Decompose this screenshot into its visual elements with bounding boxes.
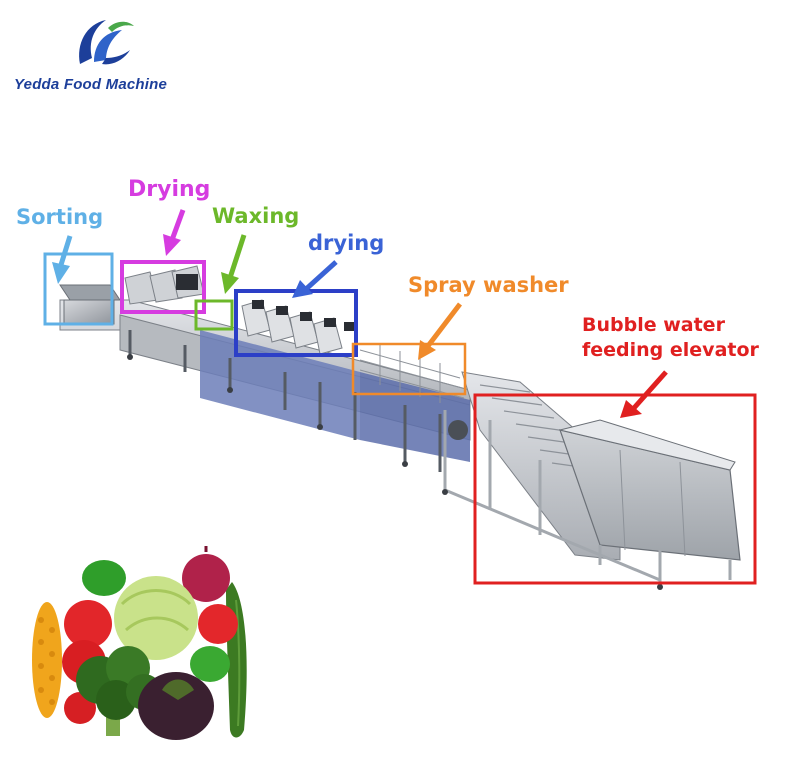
sorting-box — [43, 252, 114, 326]
bubble-elevator-box — [473, 393, 757, 585]
drying-box — [120, 260, 206, 314]
brand-name: Yedda Food Machine — [14, 76, 168, 93]
spray-washer-arrow-icon — [418, 302, 462, 360]
bubble-elevator-label: Bubble water feeding elevator — [582, 313, 759, 364]
drying-arrow-icon — [163, 209, 186, 256]
sorting-arrow-icon — [52, 235, 73, 284]
waxing-arrow-icon — [221, 234, 247, 294]
sorting-label: Sorting — [16, 205, 104, 229]
drying-second-arrow-icon — [292, 260, 338, 298]
bubble-elevator-arrow-icon — [620, 370, 668, 418]
spray-washer-label: Spray washer — [408, 273, 569, 297]
yedda-logo-icon — [79, 20, 134, 65]
bubble-elevator-label-line-2: feeding elevator — [582, 339, 759, 362]
bubble-elevator-label-line-1: Bubble water — [582, 314, 725, 336]
vegetable-pile-illustration — [32, 546, 247, 740]
waxing-box — [194, 299, 234, 331]
drying-label: Drying — [128, 177, 211, 202]
spray-washer-box — [351, 342, 467, 396]
drying-second-label: drying — [308, 231, 385, 255]
waxing-label: Waxing — [212, 204, 300, 228]
